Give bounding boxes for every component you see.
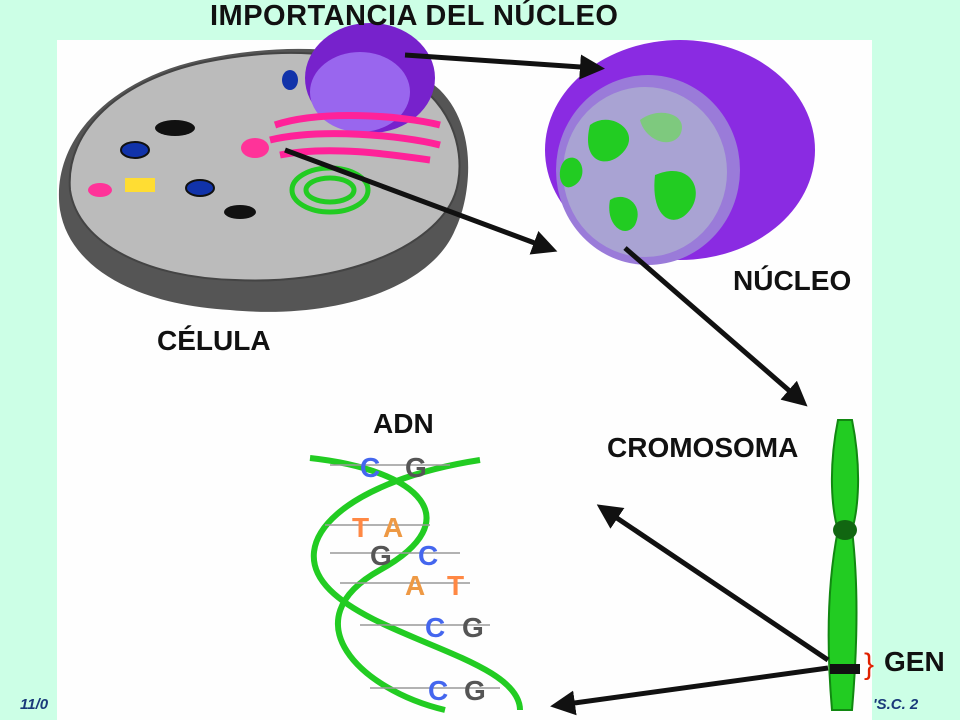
label-cromosoma: CROMOSOMA bbox=[607, 432, 799, 463]
label-celula: CÉLULA bbox=[157, 325, 271, 356]
dna-base-left-3: G bbox=[370, 540, 392, 571]
footer-date: 11/0 bbox=[20, 696, 49, 713]
dna-base-right-4: T bbox=[447, 570, 464, 601]
dna-illustration: C G T A G C A T C G C G bbox=[309, 452, 523, 713]
arrow-cell-to-nucleus-top bbox=[404, 52, 605, 80]
arrow-cell-to-nucleus bbox=[284, 147, 558, 255]
chromosome-illustration bbox=[827, 419, 860, 711]
dna-base-right-3: C bbox=[418, 540, 438, 571]
slide-title: IMPORTANCIA DEL NÚCLEO bbox=[210, 0, 619, 32]
arrow-gene-to-dna-top bbox=[596, 504, 830, 663]
arrow-gene-to-dna-bottom bbox=[550, 665, 829, 716]
dna-base-right-2: A bbox=[383, 512, 403, 543]
footer-page: 'S.C. 2 bbox=[873, 696, 919, 713]
arrow-nucleus-to-chromosome bbox=[623, 246, 808, 407]
arrows bbox=[284, 52, 830, 716]
nucleus-illustration bbox=[545, 40, 815, 265]
dna-base-left-4: A bbox=[405, 570, 425, 601]
gen-brace-icon: } bbox=[864, 648, 875, 681]
label-gen: GEN bbox=[884, 646, 945, 677]
dna-base-right-5: G bbox=[462, 612, 484, 643]
label-adn: ADN bbox=[373, 408, 434, 439]
dna-base-right-6: G bbox=[464, 675, 486, 706]
label-nucleo: NÚCLEO bbox=[733, 265, 852, 296]
dna-base-right-1: G bbox=[405, 452, 427, 483]
dna-base-left-5: C bbox=[425, 612, 445, 643]
cell-illustration bbox=[58, 23, 469, 312]
dna-base-left-1: C bbox=[360, 452, 380, 483]
dna-base-left-6: C bbox=[428, 675, 448, 706]
dna-base-left-2: T bbox=[352, 512, 369, 543]
